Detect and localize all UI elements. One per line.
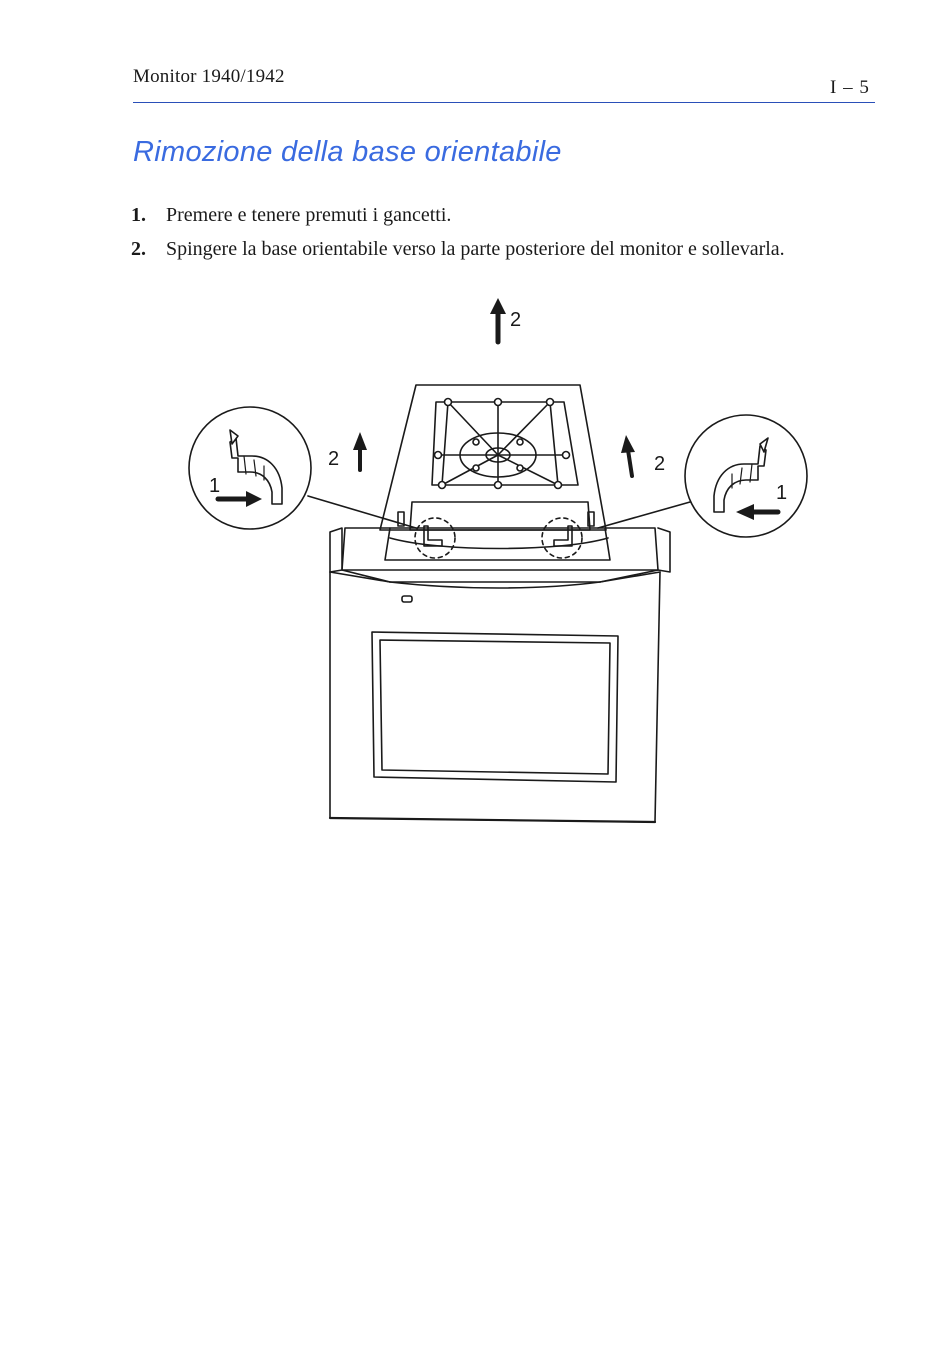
left-arrow-label: 2 [328,448,339,470]
right-hook-detail [542,512,594,558]
monitor-body [330,528,670,822]
right-callout-circle [598,415,807,537]
monitor-tilt-base-illustration: 2 [180,290,820,840]
right-up-arrow-icon [621,435,635,476]
header-rule [133,102,875,103]
step-text: Premere e tenere premuti i gancetti. [166,204,451,226]
steps-list: 1. Premere e tenere premuti i gancetti. … [131,200,871,268]
left-detail-label: 1 [209,475,220,497]
right-arrow-label: 2 [654,453,665,475]
left-hook-detail [398,512,455,558]
page-number: I – 5 [830,77,870,99]
page-header-title: Monitor 1940/1942 [133,66,285,88]
step-text: Spingere la base orientabile verso la pa… [166,238,785,260]
left-up-arrow-icon [353,432,367,470]
step-item: 2. Spingere la base orientabile verso la… [131,234,871,264]
top-arrow-label: 2 [510,309,521,331]
left-callout-circle [189,407,416,529]
step-item: 1. Premere e tenere premuti i gancetti. [131,200,871,230]
right-detail-label: 1 [776,482,787,504]
tilt-base [380,385,606,530]
step-number: 2. [131,234,146,264]
section-title: Rimozione della base orientabile [133,136,562,169]
step-number: 1. [131,200,146,230]
top-up-arrow-icon [490,298,506,342]
